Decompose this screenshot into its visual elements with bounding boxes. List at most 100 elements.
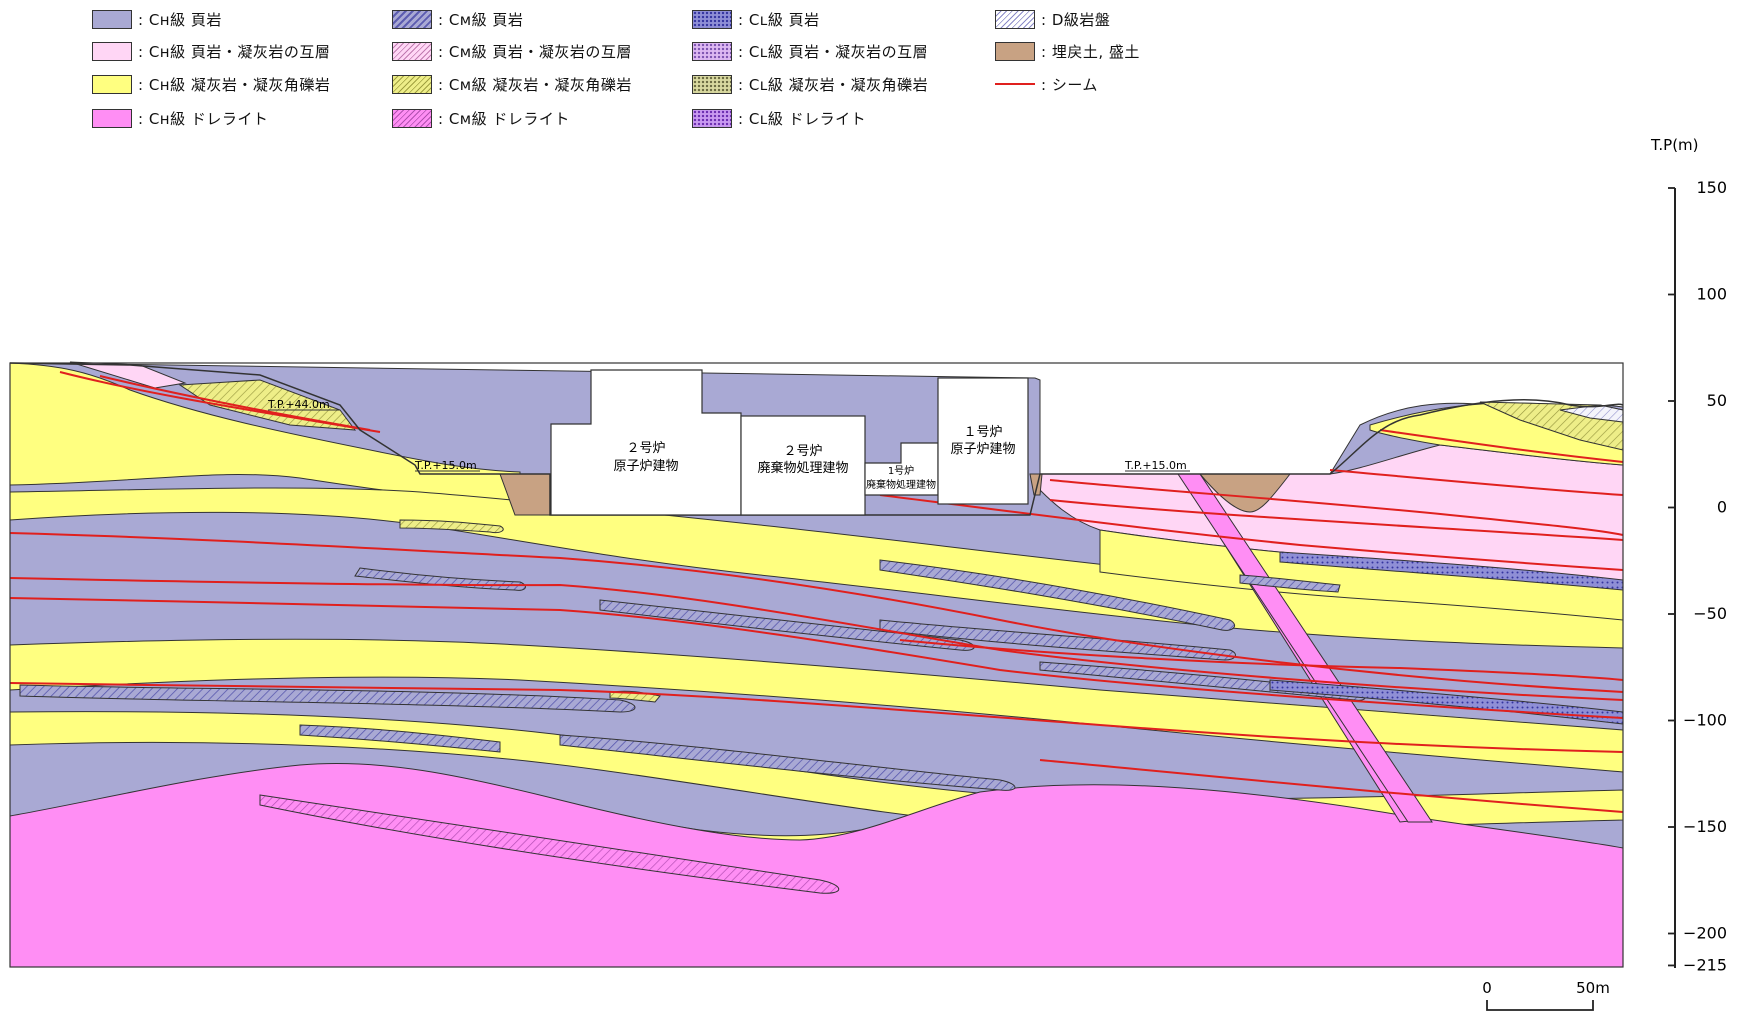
- legend-item-ch-dolerite: : Cʜ級 ドレライト: [92, 107, 268, 129]
- legend-swatch-ch-alternation: [92, 41, 132, 61]
- seam-line: [899, 639, 1624, 681]
- seam-line: [879, 494, 1624, 571]
- legend-item-ch-shale: : Cʜ級 頁岩: [92, 8, 222, 30]
- legend-label: : シーム: [1041, 75, 1098, 94]
- legend-swatch-ch-dolerite: [92, 108, 132, 128]
- axis-title: T.P(m): [1650, 136, 1699, 154]
- annotation-tp44: T.P.+44.0m: [267, 398, 330, 411]
- legend-item-d-class: : D級岩盤: [995, 8, 1110, 30]
- seam-line: [1039, 759, 1624, 813]
- legend-swatch-cm-tuff: [392, 74, 432, 94]
- cm-tuff-slope: [178, 379, 357, 431]
- legend-label: : Cʟ級 頁岩・凝灰岩の互層: [738, 42, 929, 61]
- axis-tick-label: −50: [1693, 604, 1727, 623]
- axis-tick-label: 150: [1696, 178, 1727, 197]
- axis-tick-label: −215: [1683, 955, 1727, 974]
- legend-swatch-cm-shale: [392, 9, 432, 29]
- seam-line: [99, 375, 371, 431]
- building-label-line2: 廃棄物処理建物: [757, 460, 848, 476]
- annotation-tp15-left: T.P.+15.0m: [414, 459, 477, 472]
- seam-line: [1049, 479, 1624, 536]
- scale-bar-end: 50m: [1576, 979, 1610, 997]
- legend-swatch-cl-tuff: [692, 74, 732, 94]
- legend: : Cʜ級 頁岩 : Cᴍ級 頁岩 : Cʟ級 頁岩 : D級岩盤 : Cʜ級 …: [0, 0, 1739, 140]
- legend-swatch-ch-shale: [92, 9, 132, 29]
- legend-item-ch-alternation: : Cʜ級 頁岩・凝灰岩の互層: [92, 40, 330, 62]
- legend-label: : D級岩盤: [1041, 10, 1111, 29]
- legend-swatch-fill-soil: [995, 41, 1035, 61]
- legend-swatch-seam: [995, 83, 1035, 85]
- scale-bar-line: [1486, 1000, 1594, 1011]
- axis-tick-label: −200: [1683, 924, 1727, 943]
- legend-item-cm-dolerite: : Cᴍ級 ドレライト: [392, 107, 570, 129]
- scale-bar: 0 50m: [1482, 979, 1610, 1011]
- legend-item-cl-alternation: : Cʟ級 頁岩・凝灰岩の互層: [692, 40, 928, 62]
- legend-label: : Cʟ級 ドレライト: [738, 109, 867, 128]
- legend-swatch-cm-alternation: [392, 41, 432, 61]
- seams: [9, 371, 1624, 813]
- axis-tick-label: 0: [1717, 498, 1727, 517]
- seam-line: [9, 577, 1624, 701]
- building-label-line1: 1号炉: [888, 465, 914, 477]
- legend-label: : Cʜ級 ドレライト: [138, 109, 269, 128]
- cm-tuff-lens: [399, 519, 504, 533]
- building-label-line1: １号炉: [963, 425, 1002, 440]
- cm-shale-lens: [1239, 574, 1341, 593]
- legend-label: : Cʜ級 頁岩・凝灰岩の互層: [138, 42, 331, 61]
- building-label-line2: 廃棄物処理建物: [866, 478, 936, 491]
- building-unit2-reactor: ２号炉 原子炉建物: [550, 369, 742, 516]
- legend-swatch-cl-dolerite: [692, 108, 732, 128]
- ch-tuff-upper-left: [9, 362, 521, 501]
- building-unit1-reactor: １号炉 原子炉建物: [937, 377, 1029, 505]
- legend-item-seam: : シーム: [995, 73, 1098, 95]
- legend-label: : Cʜ級 凝灰岩・凝灰角礫岩: [138, 75, 331, 94]
- legend-swatch-d-class: [995, 9, 1035, 29]
- legend-item-cm-alternation: : Cᴍ級 頁岩・凝灰岩の互層: [392, 40, 632, 62]
- legend-item-cm-tuff: : Cᴍ級 凝灰岩・凝灰角礫岩: [392, 73, 632, 95]
- building-label-line1: ２号炉: [783, 444, 822, 459]
- building-unit1-waste: 1号炉 廃棄物処理建物: [864, 442, 939, 496]
- seam-line: [1379, 429, 1624, 463]
- annotation-tp15-right: T.P.+15.0m: [1124, 459, 1187, 472]
- seam-line: [9, 682, 1101, 726]
- seam-line: [1049, 499, 1624, 541]
- seam-line: [9, 597, 1624, 719]
- scale-bar-start: 0: [1482, 979, 1492, 997]
- fill-soil-right: [1198, 473, 1292, 513]
- legend-label: : Cᴍ級 凝灰岩・凝灰角礫岩: [438, 75, 632, 94]
- building-outline: [937, 377, 1029, 505]
- section-frame: [9, 362, 1624, 968]
- legend-item-ch-tuff: : Cʜ級 凝灰岩・凝灰角礫岩: [92, 73, 330, 95]
- legend-label: : 埋戻土, 盛土: [1041, 42, 1140, 61]
- legend-label: : Cᴍ級 ドレライト: [438, 109, 570, 128]
- legend-item-fill-soil: : 埋戻土, 盛土: [995, 40, 1140, 62]
- axis-tick-label: 50: [1707, 391, 1727, 410]
- legend-item-cl-dolerite: : Cʟ級 ドレライト: [692, 107, 866, 129]
- legend-swatch-cm-dolerite: [392, 108, 432, 128]
- building-label-line2: 原子炉建物: [950, 442, 1015, 457]
- legend-label: : Cʟ級 頁岩: [738, 10, 820, 29]
- legend-label: : Cᴍ級 頁岩・凝灰岩の互層: [438, 42, 632, 61]
- cm-shale-lens: [299, 724, 501, 753]
- cm-shale-lens: [559, 734, 1016, 791]
- cm-shale-lens: [879, 559, 1235, 631]
- seam-line: [1329, 469, 1624, 496]
- legend-swatch-cl-shale: [692, 9, 732, 29]
- ch-alternation-slope: [69, 361, 187, 389]
- axis-ticks: 150 100 50 0 −50 −100 −150 −200 −215: [1668, 178, 1727, 974]
- legend-item-cl-shale: : Cʟ級 頁岩: [692, 8, 820, 30]
- legend-label: : Cʜ級 頁岩: [138, 10, 222, 29]
- axis-tick-label: −100: [1683, 711, 1727, 730]
- axis-tick-label: −150: [1683, 817, 1727, 836]
- legend-swatch-ch-tuff: [92, 74, 132, 94]
- axis-tick-label: 100: [1696, 285, 1727, 304]
- cm-shale-lens: [19, 684, 636, 713]
- elevation-axis: T.P(m) 150 100 50 0 −50 −100 −150 −200 −215: [1650, 136, 1727, 974]
- legend-item-cm-shale: : Cᴍ級 頁岩: [392, 8, 523, 30]
- building-label-line2: 原子炉建物: [613, 459, 678, 474]
- legend-label: : Cᴍ級 頁岩: [438, 10, 524, 29]
- legend-swatch-cl-alternation: [692, 41, 732, 61]
- legend-label: : Cʟ級 凝灰岩・凝灰角礫岩: [738, 75, 929, 94]
- building-label-line1: ２号炉: [626, 441, 665, 456]
